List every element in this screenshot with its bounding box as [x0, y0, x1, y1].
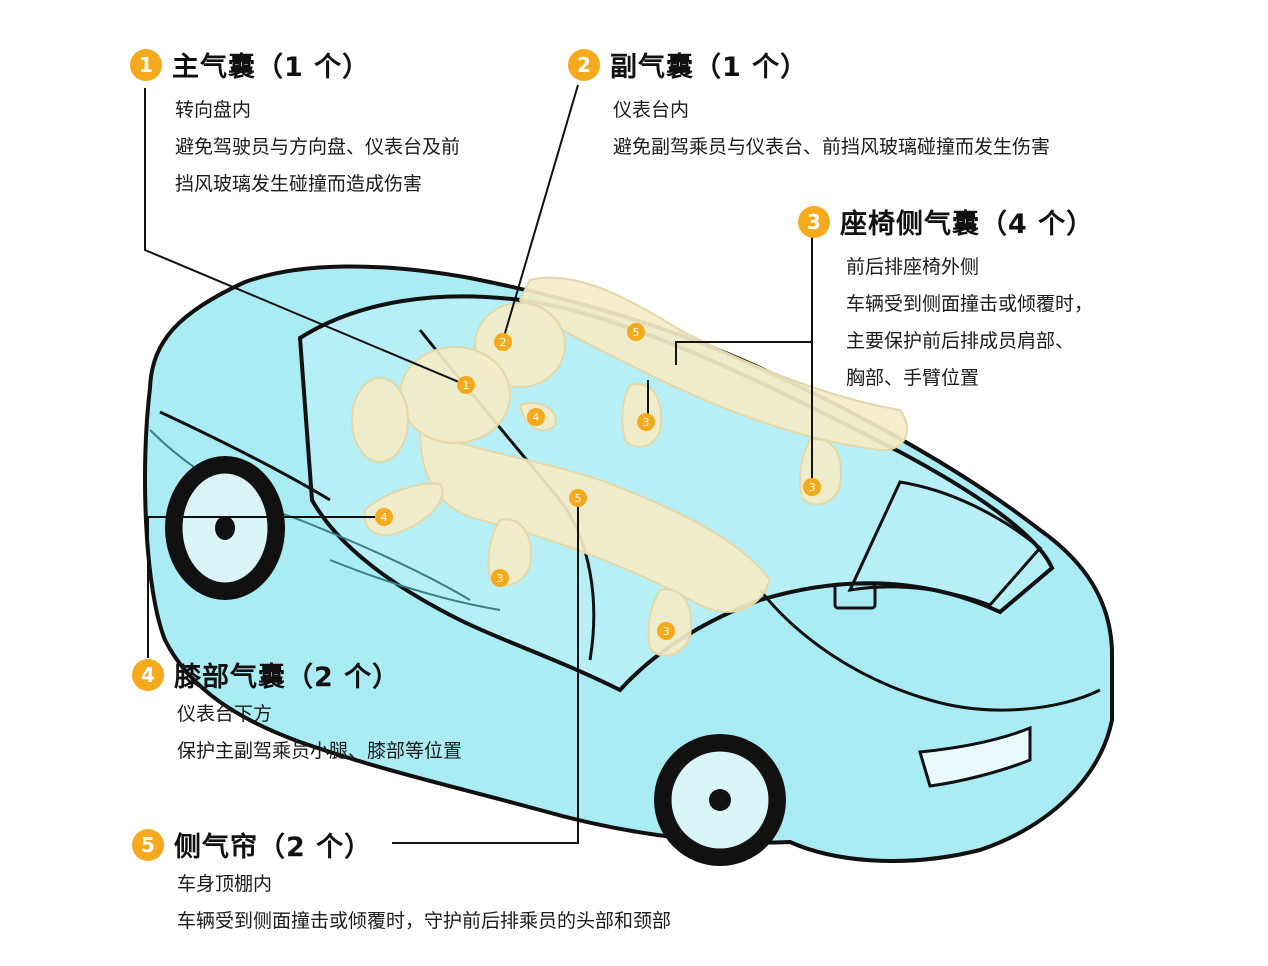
callout-title: 副气囊（1 个） [610, 52, 809, 83]
callout-text: 胸部、手臂位置 [846, 367, 980, 389]
callout-knee-airbag: 4 膝部气囊（2 个） 仪表台下方 保护主副驾乘员小腿、膝部等位置 [132, 655, 462, 770]
callout-text: 仪表台下方 [177, 703, 273, 725]
callout-text: 避免副驾乘员与仪表台、前挡风玻璃碰撞而发生伤害 [613, 136, 1051, 158]
leader-line-1 [144, 88, 467, 386]
rear-wheel [654, 734, 786, 866]
marker-5 [569, 489, 587, 507]
marker-label: 3 [497, 572, 504, 585]
callout-text: 主要保护前后排成员肩部、 [846, 330, 1075, 352]
marker-3 [803, 478, 821, 496]
badge-5: 5 [132, 828, 164, 861]
marker-label: 3 [643, 416, 650, 429]
badge-1: 1 [130, 48, 162, 81]
driver-airbag [399, 346, 511, 444]
callout-side-curtain: 5 侧气帘（2 个） 车身顶棚内 车辆受到侧面撞击或倾覆时，守护前后排乘员的头部… [132, 825, 671, 940]
callout-main-airbag: 1 主气囊（1 个） 转向盘内 避免驾驶员与方向盘、仪表台及前 挡风玻璃发生碰撞… [130, 45, 460, 203]
seat-airbag-front-left [487, 518, 532, 587]
leader-line-2 [502, 84, 579, 341]
marker-3 [657, 622, 675, 640]
marker-label: 4 [381, 511, 388, 524]
marker-1 [457, 376, 475, 394]
marker-label: 5 [575, 492, 582, 505]
callout-title: 主气囊（1 个） [172, 52, 371, 83]
callout-title: 座椅侧气囊（4 个） [840, 209, 1095, 240]
callout-text: 避免驾驶员与方向盘、仪表台及前 [175, 136, 461, 158]
badge-4: 4 [132, 658, 164, 691]
callout-text: 保护主副驾乘员小腿、膝部等位置 [177, 740, 463, 762]
callout-text: 前后排座椅外侧 [846, 256, 980, 278]
seat-airbag-rear-right [799, 438, 842, 506]
marker-5 [627, 323, 645, 341]
marker-label: 2 [500, 336, 507, 349]
callout-text: 挡风玻璃发生碰撞而造成伤害 [175, 173, 423, 195]
marker-4 [527, 408, 545, 426]
seat-airbag-rear-left [647, 588, 693, 657]
marker-label: 3 [809, 481, 816, 494]
callout-passenger-airbag: 2 副气囊（1 个） 仪表台内 避免副驾乘员与仪表台、前挡风玻璃碰撞而发生伤害 [568, 45, 1050, 166]
badge-3: 3 [798, 205, 830, 238]
curtain-airbag-lower [418, 428, 772, 613]
marker-3 [491, 569, 509, 587]
marker-label: 3 [663, 625, 670, 638]
callout-title: 侧气帘（2 个） [174, 832, 373, 863]
callout-title: 膝部气囊（2 个） [174, 662, 401, 693]
badge-2: 2 [568, 48, 600, 81]
marker-2 [494, 333, 512, 351]
callout-text: 车辆受到侧面撞击或倾覆时， [846, 293, 1094, 315]
callout-seat-side-airbag: 3 座椅侧气囊（4 个） 前后排座椅外侧 车辆受到侧面撞击或倾覆时， 主要保护前… [798, 202, 1094, 397]
callout-text: 车辆受到侧面撞击或倾覆时，守护前后排乘员的头部和颈部 [177, 910, 672, 932]
front-wheel [165, 456, 285, 600]
marker-label: 4 [533, 411, 540, 424]
callout-text: 转向盘内 [175, 99, 252, 121]
marker-label: 1 [463, 379, 470, 392]
leader-line-5 [392, 500, 579, 844]
marker-4 [375, 508, 393, 526]
marker-group: 1 2 5 4 3 3 4 5 3 3 [375, 323, 821, 640]
callout-text: 仪表台内 [613, 99, 690, 121]
marker-label: 5 [633, 326, 640, 339]
curtain-airbag-upper [518, 276, 909, 452]
callout-text: 车身顶棚内 [177, 873, 273, 895]
airbags [351, 276, 909, 657]
marker-3 [637, 413, 655, 431]
leader-line-4 [147, 516, 384, 658]
